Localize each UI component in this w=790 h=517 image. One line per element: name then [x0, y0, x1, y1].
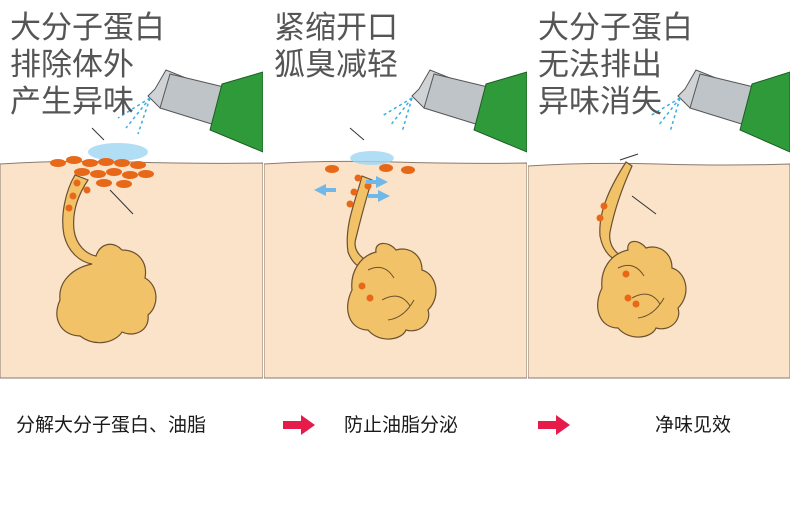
- arrow-right-icon: [538, 415, 570, 435]
- spray-mist-patch: [88, 143, 148, 161]
- step-caption-3: 净味见效: [655, 405, 731, 445]
- step-captions: 分解大分子蛋白、油脂 防止油脂分泌 净味见效: [0, 405, 790, 445]
- panel-heading: 大分子蛋白 无法排出 异味消失: [538, 10, 693, 121]
- arrow-right-icon: [283, 415, 315, 435]
- spray-mist-patch: [350, 151, 394, 165]
- step-caption-2: 防止油脂分泌: [344, 405, 458, 445]
- panel-heading: 大分子蛋白 排除体外 产生异味: [10, 10, 165, 121]
- step-caption-1: 分解大分子蛋白、油脂: [16, 405, 206, 445]
- panel-heading: 紧缩开口 狐臭减轻: [274, 10, 398, 84]
- panel-odor-gone: 大分子蛋白 无法排出 异味消失: [528, 0, 790, 380]
- panel-secretion: 大分子蛋白 排除体外 产生异味: [0, 0, 263, 380]
- panel-tightening: 紧缩开口 狐臭减轻: [264, 0, 527, 380]
